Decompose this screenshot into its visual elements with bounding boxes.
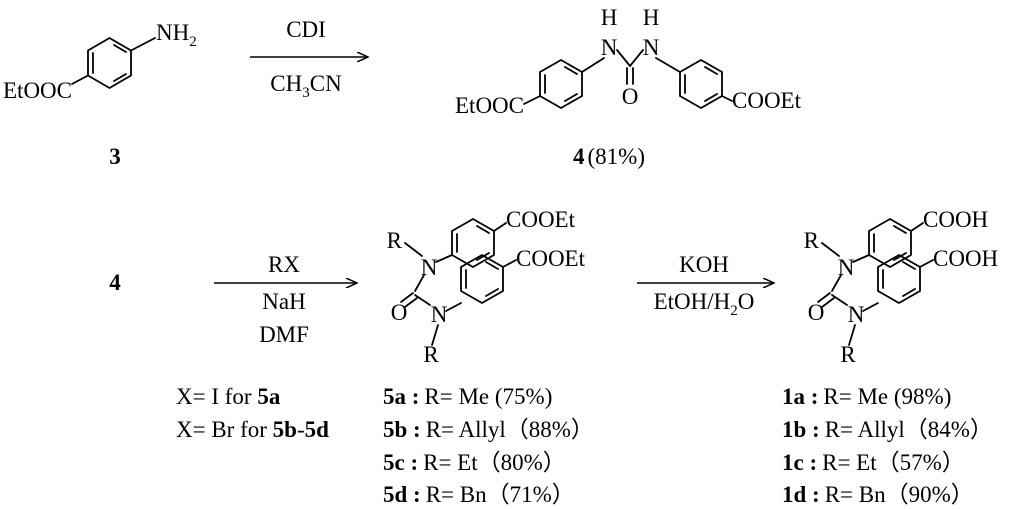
- right-benzene-ring: [679, 59, 723, 109]
- compound-label-4-yield: 4(81%): [573, 144, 645, 169]
- carbonyl-double-bond: [817, 292, 831, 303]
- compound-label-4-start: 4: [109, 270, 121, 295]
- ring-double-bond: [485, 288, 499, 297]
- product-5d: 5d :R= Bn（71%）: [383, 482, 575, 507]
- benzene-ring: [87, 37, 132, 89]
- n-r-bond-upper: [404, 242, 423, 257]
- carbonyl-oxygen: O: [391, 300, 408, 325]
- product-5c: 5c :R= Et（80%）: [383, 450, 566, 475]
- n-c-bond-right: [629, 49, 644, 67]
- n-r-bond-lower: [431, 324, 439, 346]
- reagent-koh: KOH: [679, 252, 729, 277]
- reaction-arrow-1: CDI CH3CN: [250, 17, 368, 101]
- ring-double-bond: [902, 288, 916, 297]
- n-c-bond-lower: [414, 294, 431, 306]
- solvent-dmf: DMF: [259, 322, 309, 347]
- lower-ester-bond: [502, 259, 517, 268]
- ring-double-bond: [893, 225, 907, 234]
- lower-acid-bond: [919, 259, 934, 268]
- ring-double-bond: [113, 44, 127, 53]
- left-ester-group: EtOOC: [455, 93, 524, 118]
- product-1c: 1c :R= Et（57%）: [782, 450, 965, 475]
- solvent-etoh-water: EtOH/H2O: [654, 289, 755, 319]
- r-group-lower: R: [840, 342, 856, 367]
- n-c-bond-lower: [831, 294, 848, 306]
- n-atom-lower: N: [431, 302, 448, 327]
- n-aryl-bond-upper: [852, 254, 870, 263]
- product-1a: 1a :R= Me (98%): [782, 384, 951, 409]
- ester-group: EtOOC: [3, 78, 72, 103]
- r-group-upper: R: [804, 228, 820, 253]
- h-atom-right: H: [643, 5, 660, 30]
- h-atom-left: H: [601, 5, 618, 30]
- ring-double-bond: [485, 261, 499, 270]
- upper-ester-group: COOEt: [506, 207, 576, 232]
- product-5a: 5a :R= Me (75%): [383, 384, 552, 409]
- ring-double-bond: [704, 93, 718, 102]
- halide-note-5b-5d: X= Br for 5b-5d: [176, 417, 329, 442]
- right-ester-group: COOEt: [732, 88, 802, 113]
- halide-notes: X= I for 5a X= Br for 5b-5d: [176, 384, 329, 442]
- carbonyl-double-bond: [400, 292, 414, 303]
- n-c-bond-upper: [414, 274, 425, 292]
- r-group-upper: R: [387, 228, 403, 253]
- ring-double-bond: [564, 93, 578, 102]
- n-r-bond-lower: [848, 324, 856, 346]
- n-atom-upper: N: [838, 255, 855, 280]
- lower-acid-group: COOH: [933, 246, 998, 271]
- n-aryl-bond-right: [655, 57, 681, 73]
- reaction-arrow-2: RX NaH DMF: [214, 252, 357, 347]
- n-aryl-bond-lower: [862, 302, 879, 312]
- ring-double-bond: [704, 66, 718, 75]
- ester-bond: [71, 74, 89, 85]
- compound-1-structure: R N O N R COOH COOH: [804, 207, 999, 367]
- n-aryl-bond-lower: [445, 302, 462, 312]
- carbonyl-oxygen: O: [808, 300, 825, 325]
- n-atom-left: N: [601, 35, 618, 60]
- ring-double-bond: [113, 73, 127, 82]
- carbonyl-double-bond: [821, 297, 835, 308]
- reagent-cdi: CDI: [286, 17, 326, 42]
- left-ester-bond: [523, 95, 541, 105]
- amino-group: NH2: [156, 20, 197, 50]
- n-c-bond-upper: [831, 274, 842, 292]
- right-ester-bond: [721, 95, 733, 102]
- n-atom-lower: N: [848, 302, 865, 327]
- n-atom-right: N: [643, 35, 660, 60]
- lower-ester-group: COOEt: [516, 246, 586, 271]
- n-aryl-bond-left: [581, 57, 605, 73]
- product-1b: 1b :R= Allyl（84%）: [782, 417, 993, 442]
- r-group-lower: R: [423, 342, 439, 367]
- compound-4-structure: H H N N O EtOOC COOEt: [455, 5, 802, 118]
- reagent-nah: NaH: [262, 289, 305, 314]
- ring-double-bond: [902, 261, 916, 270]
- compound-3-structure: NH2 EtOOC: [3, 20, 197, 103]
- carbonyl-oxygen: O: [622, 84, 639, 109]
- halide-note-5a: X= I for 5a: [176, 384, 281, 409]
- compound-5-structure: R N O N R COOEt COOEt: [387, 207, 586, 367]
- solvent-ch3cn: CH3CN: [270, 71, 342, 101]
- n-atom-upper: N: [421, 255, 438, 280]
- carbonyl-double-bond: [404, 297, 418, 308]
- reagent-rx: RX: [268, 252, 300, 277]
- ring-double-bond: [564, 66, 578, 75]
- product-list-5: 5a :R= Me (75%) 5b :R= Allyl（88%） 5c :R=…: [383, 384, 594, 507]
- n-c-bond-left: [616, 49, 631, 67]
- amine-bond: [130, 37, 156, 52]
- product-1d: 1d :R= Bn（90%）: [782, 482, 974, 507]
- ring-double-bond: [476, 225, 490, 234]
- compound-label-3: 3: [109, 144, 121, 169]
- upper-acid-group: COOH: [923, 207, 988, 232]
- n-aryl-bond-upper: [435, 254, 453, 263]
- reaction-arrow-3: KOH EtOH/H2O: [637, 252, 774, 319]
- product-5b: 5b :R= Allyl（88%）: [383, 417, 594, 442]
- upper-acid-bond: [910, 222, 924, 232]
- product-list-1: 1a :R= Me (98%) 1b :R= Allyl（84%） 1c :R=…: [782, 384, 993, 507]
- n-r-bond-upper: [821, 242, 840, 257]
- upper-ester-bond: [493, 222, 507, 232]
- left-benzene-ring: [539, 59, 583, 109]
